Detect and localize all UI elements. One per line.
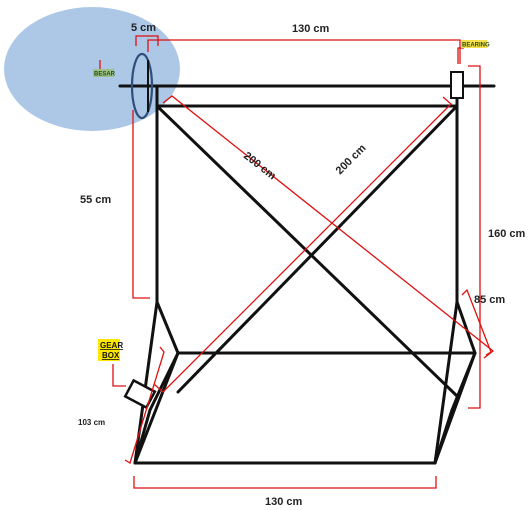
cross-brace-2 — [176, 104, 459, 394]
left-leg-inner — [155, 300, 180, 355]
dim-right-height-label: 160 cm — [488, 228, 526, 240]
dim-ring-width-label: 5 cm — [131, 22, 156, 34]
right-leg-outer — [433, 300, 459, 465]
dim-upper-left-height-label: 55 cm — [80, 194, 111, 206]
besar-tag: BESAR — [94, 72, 116, 78]
gearbox-block — [123, 378, 157, 410]
dim-ring-width — [135, 35, 159, 46]
bearing-block — [450, 71, 464, 99]
dim-diagonal-left — [162, 95, 495, 359]
besar-tag-bg — [93, 69, 114, 77]
bearing-tag-bg — [461, 40, 487, 48]
dim-right-side-small — [461, 288, 492, 356]
gearbox-tag-line1: GEAR — [100, 341, 123, 350]
dim-left-side-small — [124, 346, 165, 464]
gearbox-tag-line2: BOX — [102, 351, 120, 360]
left-diag-foot — [133, 351, 180, 465]
gearbox-tag-bg — [98, 339, 120, 361]
cross-brace-1 — [155, 104, 459, 398]
bearing-leader — [457, 47, 464, 64]
dim-diagonal-right — [153, 96, 452, 393]
frame-structure — [118, 84, 496, 465]
dim-bottom-span — [133, 476, 437, 489]
dim-diagonal-left-label: 200 cm — [241, 150, 278, 183]
dimension-lines — [99, 35, 495, 489]
dim-left-side-small-label: 103 cm — [78, 418, 105, 427]
bearing-tag: BEARING — [462, 43, 490, 49]
drum-ring — [130, 52, 154, 120]
dim-top-span-label: 130 cm — [292, 23, 330, 35]
dim-diagonal-right-label: 200 cm — [334, 142, 369, 177]
dim-right-height — [468, 65, 481, 409]
dim-bottom-span-label: 130 cm — [265, 496, 303, 508]
dim-upper-left-height — [132, 110, 150, 299]
right-leg-inner — [455, 300, 477, 355]
dim-top-span — [147, 39, 461, 64]
gearbox-leader — [112, 364, 126, 387]
right-diag-foot — [433, 351, 477, 465]
dim-right-side-small-label: 85 cm — [474, 294, 505, 306]
